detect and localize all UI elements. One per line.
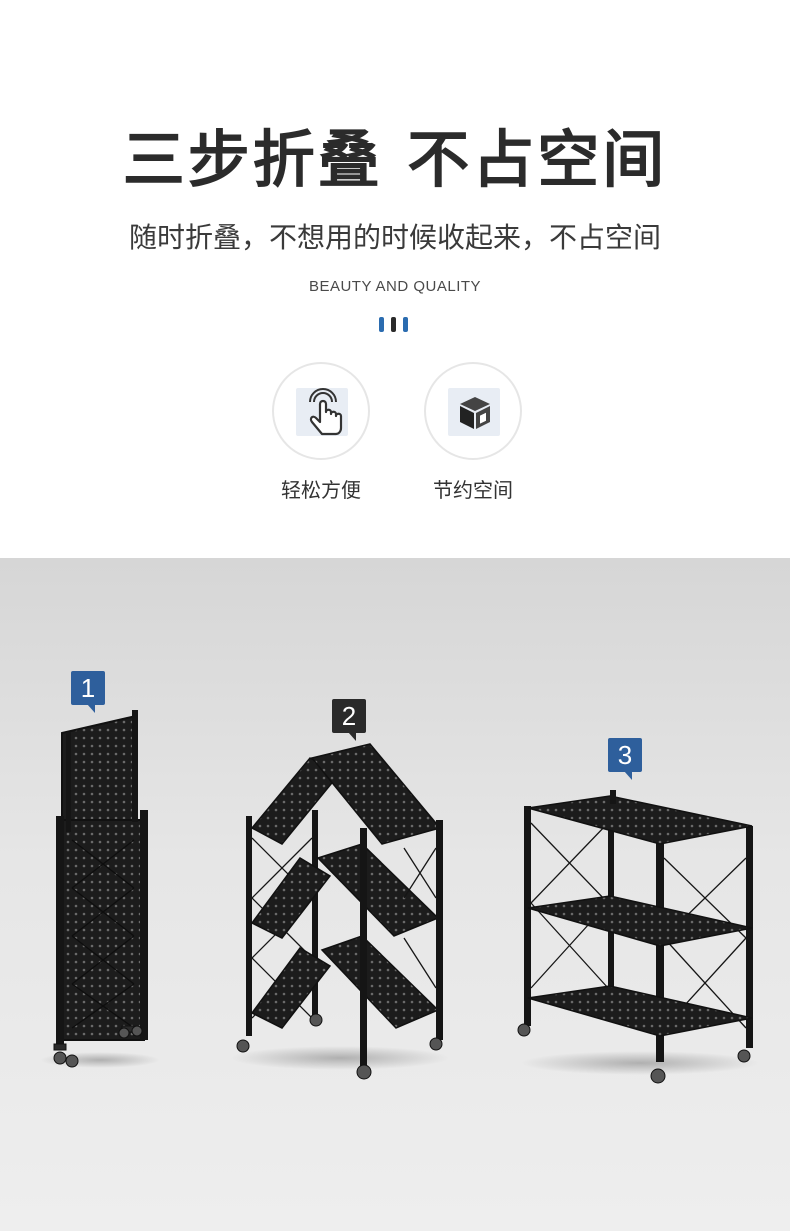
step-badge-2: 2 — [332, 699, 366, 741]
feature-save-space: 节约空间 — [423, 362, 523, 503]
badge-tail — [87, 704, 95, 713]
feature-label-save-space: 节约空间 — [433, 478, 513, 502]
badge-tail — [348, 732, 356, 741]
step-badge-3: 3 — [608, 738, 642, 780]
tap-hand-icon — [309, 388, 343, 436]
feature-easy: 轻松方便 — [271, 362, 371, 503]
step-badge-1: 1 — [71, 671, 105, 713]
feature-label-easy: 轻松方便 — [281, 478, 361, 502]
rack-half-folded — [230, 743, 450, 1080]
bar-left — [379, 317, 384, 332]
badge-tail — [624, 771, 632, 780]
tagline: BEAUTY AND QUALITY — [308, 278, 482, 295]
page-title: 三步折叠 不占空间 — [122, 123, 668, 196]
cube-box-icon — [460, 397, 490, 429]
rack-folded — [40, 710, 160, 1068]
step-number-3: 3 — [608, 738, 642, 772]
decorative-bars — [379, 317, 413, 333]
feature-circle — [272, 362, 370, 460]
product-scene: 1 2 3 — [0, 558, 790, 1231]
bar-right — [403, 317, 408, 332]
step-number-2: 2 — [332, 699, 366, 733]
page-subtitle: 随时折叠，不想用的时候收起来，不占空间 — [128, 221, 661, 254]
bar-middle — [391, 317, 396, 332]
folding-rack-illustration — [40, 710, 760, 1084]
header-section: 三步折叠 不占空间 随时折叠，不想用的时候收起来，不占空间 BEAUTY AND… — [0, 0, 790, 558]
step-number-1: 1 — [71, 671, 105, 705]
feature-circle — [424, 362, 522, 460]
rack-unfolded — [517, 790, 760, 1084]
